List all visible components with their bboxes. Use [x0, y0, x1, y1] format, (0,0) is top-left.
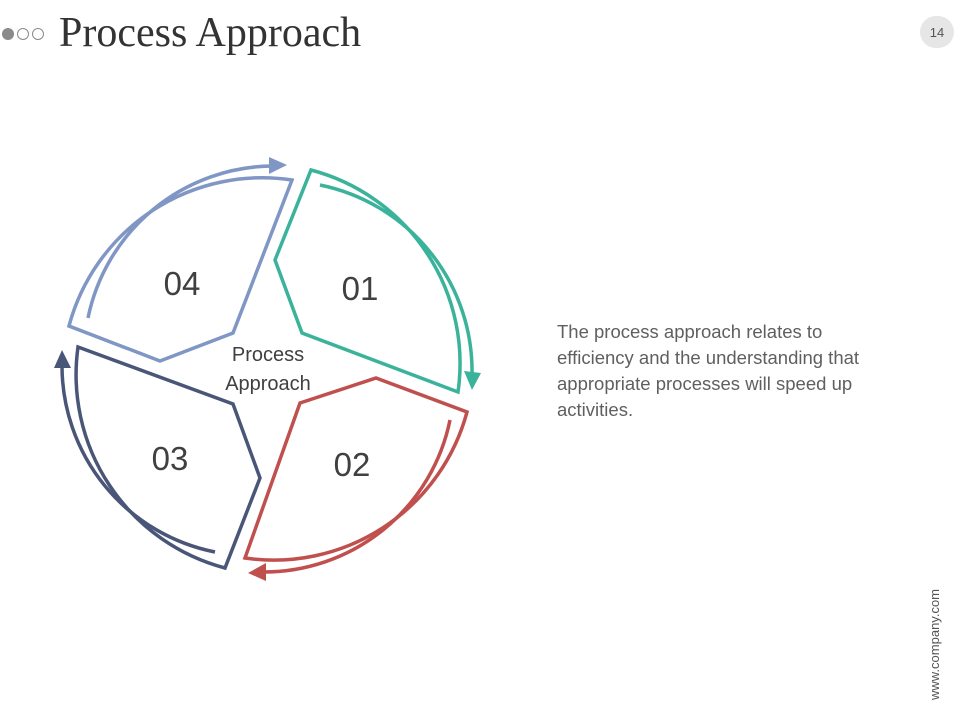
- segment-03-arrowhead: [54, 350, 71, 368]
- segment-04-number: 04: [164, 265, 201, 302]
- segment-02-shape: [242, 376, 470, 562]
- segment-04: 04: [66, 157, 295, 363]
- segment-03-number: 03: [152, 440, 189, 477]
- segment-01-shape: [273, 167, 462, 395]
- center-label-line2: Approach: [225, 373, 311, 395]
- segment-02-arrow: [261, 419, 452, 574]
- segment-04-shape: [66, 176, 295, 363]
- segment-04-arrowhead: [269, 157, 287, 174]
- page-number-badge: 14: [920, 16, 954, 48]
- segment-02-number: 02: [334, 446, 371, 483]
- website-url: www.company.com: [927, 588, 942, 700]
- dot-filled: [2, 28, 14, 40]
- segment-02: 02: [242, 376, 470, 581]
- segment-01-arrow: [319, 183, 474, 376]
- segment-03: 03: [54, 344, 262, 571]
- center-label-line1: Process: [232, 344, 304, 366]
- segment-04-arrow: [86, 164, 273, 319]
- segment-01: 01: [273, 167, 481, 395]
- description-text: The process approach relates to efficien…: [557, 321, 860, 420]
- page-title: Process Approach: [59, 10, 362, 56]
- segment-03-arrow: [60, 364, 216, 554]
- dot-hollow: [32, 28, 44, 40]
- dot-hollow: [17, 28, 29, 40]
- segment-01-arrowhead: [464, 371, 481, 390]
- slide-decoration-dots: [2, 27, 44, 41]
- segment-01-number: 01: [342, 270, 379, 307]
- segment-03-shape: [74, 344, 262, 571]
- segment-02-arrowhead: [248, 563, 266, 581]
